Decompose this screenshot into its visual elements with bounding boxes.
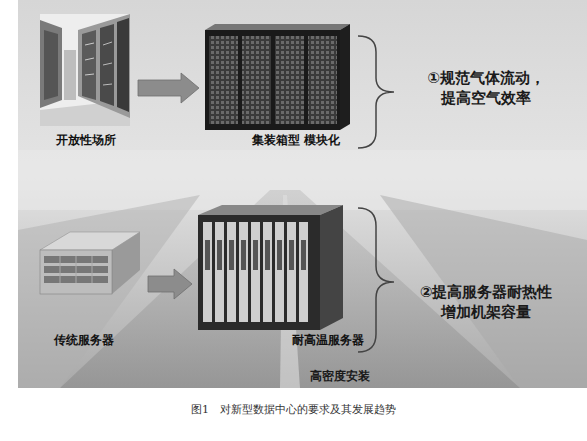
- block-arrow: [138, 73, 199, 103]
- sub-label: 高密度安装: [300, 368, 380, 384]
- bracket: [358, 208, 394, 352]
- image-node: 集装箱型 模块化: [205, 24, 350, 130]
- image-node: 耐高温服务器: [198, 205, 343, 330]
- requirement-text: ①规范气体流动， 提高空气效率: [410, 68, 562, 109]
- image-node: 开放性场所: [40, 14, 130, 126]
- node-label: 集装箱型 模块化: [252, 133, 340, 147]
- bracket: [358, 36, 394, 148]
- image-node: 传统服务器: [38, 230, 140, 298]
- figure-caption: 图1 对新型数据中心的要求及其发展趋势: [0, 402, 587, 417]
- block-arrow: [148, 269, 192, 299]
- datacenter-photo: [40, 14, 130, 126]
- server-illustration: [40, 232, 140, 294]
- requirement-text: ②提高服务器耐热性 增加机架容量: [406, 282, 566, 323]
- node-label: 传统服务器: [54, 333, 114, 347]
- node-label: 耐高温服务器: [292, 333, 364, 347]
- blade-server: [198, 205, 343, 330]
- node-label: 开放性场所: [56, 133, 116, 147]
- container-module: [205, 24, 350, 130]
